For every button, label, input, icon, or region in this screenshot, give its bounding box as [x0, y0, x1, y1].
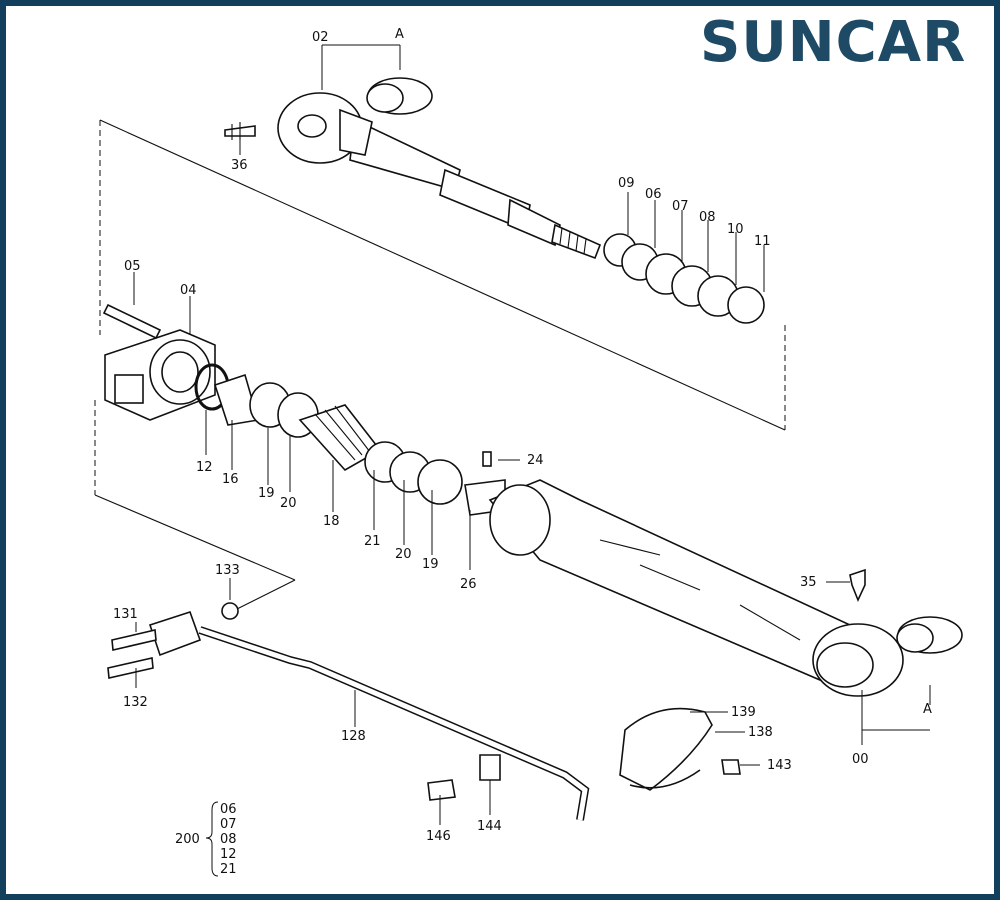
callout-12: 12 — [196, 460, 213, 475]
callout-26: 26 — [460, 577, 477, 592]
callout-139: 139 — [731, 705, 756, 720]
callout-10: 10 — [727, 222, 744, 237]
cylinder-tube — [488, 479, 904, 697]
clamp-band — [619, 707, 713, 791]
callout-05: 05 — [124, 259, 141, 274]
seal-kit-item: 08 — [220, 832, 237, 847]
callout-04: 04 — [180, 283, 197, 298]
bushing-top — [366, 77, 433, 115]
grease-fitting-35 — [849, 568, 866, 603]
callout-a-bottom: A — [923, 702, 932, 717]
seal-kit-item: 21 — [220, 862, 237, 877]
callout-a-top: A — [395, 27, 404, 42]
rod-cover — [104, 329, 216, 421]
callout-138: 138 — [748, 725, 773, 740]
callout-21: 21 — [364, 534, 381, 549]
suncar-logo: SUNCAR — [700, 10, 967, 75]
bolt-132 — [107, 657, 154, 679]
callout-144: 144 — [477, 819, 502, 834]
callout-20-a: 20 — [280, 496, 297, 511]
logo-c-letter: C — [835, 10, 878, 75]
callout-36: 36 — [231, 158, 248, 173]
leader-lines — [133, 44, 931, 825]
bushing-bottom — [896, 616, 963, 654]
callout-132: 132 — [123, 695, 148, 710]
callout-24: 24 — [527, 453, 544, 468]
callout-19-a: 19 — [258, 486, 275, 501]
callout-133: 133 — [215, 563, 240, 578]
callout-07: 07 — [672, 199, 689, 214]
callout-16: 16 — [222, 472, 239, 487]
callout-20-b: 20 — [395, 547, 412, 562]
callout-06: 06 — [645, 187, 662, 202]
callout-09: 09 — [618, 176, 635, 191]
callout-128: 128 — [341, 729, 366, 744]
cylinder-internals — [213, 373, 506, 516]
clamp-144 — [479, 754, 501, 781]
callout-02: 02 — [312, 30, 329, 45]
callout-08: 08 — [699, 210, 716, 225]
callout-11: 11 — [754, 234, 771, 249]
seal-kit-item: 06 — [220, 802, 237, 817]
callout-00: 00 — [852, 752, 869, 767]
seal-kit-brace — [205, 801, 219, 877]
callout-19-b: 19 — [422, 557, 439, 572]
seal-kit-group: 200 06 07 08 12 21 — [175, 801, 237, 877]
callout-35: 35 — [800, 575, 817, 590]
bolt-131 — [111, 629, 157, 651]
alignment-line — [94, 494, 296, 581]
callout-143: 143 — [767, 758, 792, 773]
bolt-146 — [427, 779, 456, 801]
piston-rod — [277, 92, 602, 260]
alignment-line — [99, 119, 786, 431]
rod-seal-set — [603, 233, 765, 324]
grease-fitting-36 — [224, 122, 256, 140]
bolt-143 — [721, 759, 741, 775]
seal-kit-item: 07 — [220, 817, 237, 832]
alignment-line — [234, 579, 296, 611]
bolt-05 — [102, 303, 162, 340]
callout-146: 146 — [426, 829, 451, 844]
o-ring-133 — [221, 602, 239, 620]
pipe-assembly — [148, 610, 590, 821]
callout-131: 131 — [113, 607, 138, 622]
seal-kit-number: 200 — [175, 832, 200, 847]
callout-18: 18 — [323, 514, 340, 529]
seal-kit-item: 12 — [220, 847, 237, 862]
set-screw-24 — [482, 451, 492, 467]
